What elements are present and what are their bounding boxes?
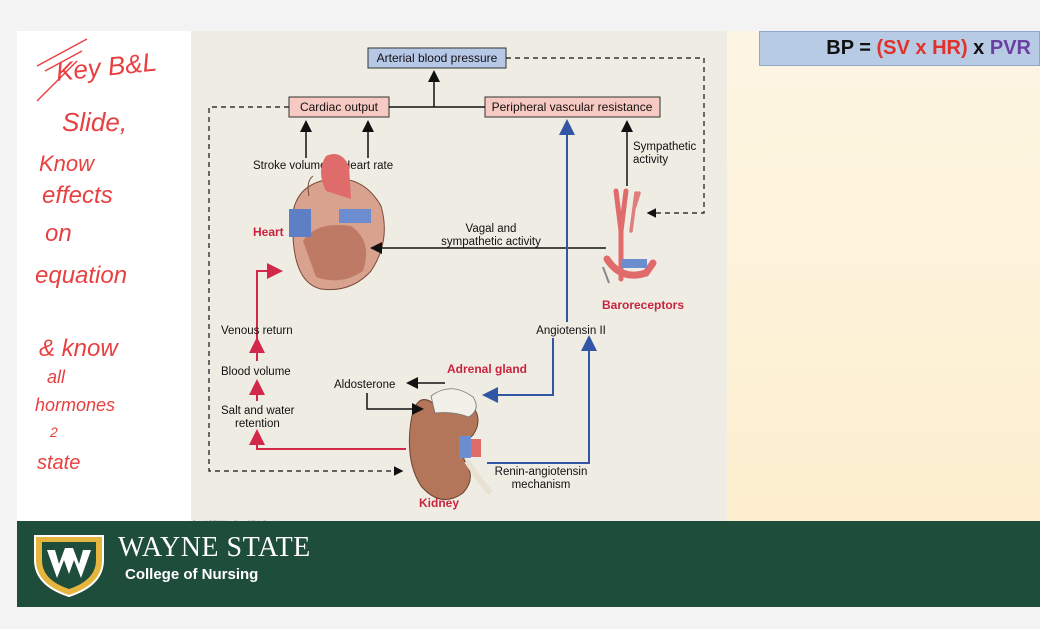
heart-label: Heart [253,225,284,239]
note-line: all [47,367,66,387]
note-line: Key B&L [54,47,158,87]
handwritten-notes: Key B&L Slide, Know effects on equation … [35,38,158,474]
note-line: on [45,220,72,247]
arterial-bp-label: Arterial blood pressure [377,51,498,65]
sympathetic-activity-label: Sympathetic [633,141,697,153]
salt-water-label: retention [235,418,280,430]
kidney-illustration [408,388,494,501]
wayne-state-shield-logo [34,535,104,598]
college-of-nursing-label: College of Nursing [125,566,259,583]
formula-bp: BP = [826,37,877,59]
vagal-label: Vagal and [466,223,517,235]
note-line: state [37,452,80,474]
baroreceptors-illustration [602,188,657,284]
cardiac-output-label: Cardiac output [300,100,379,114]
blood-volume-label: Blood volume [221,366,291,378]
bp-regulation-diagram: Arterial blood pressure Cardiac output P… [193,47,705,524]
renin-label: mechanism [512,479,571,491]
vagal-label: sympathetic activity [441,236,541,248]
bp-regulation-figure: Arterial blood pressure Cardiac output P… [191,31,727,525]
renin-label: Renin-angiotensin [495,466,588,478]
formula-sv-hr: (SV x HR) [876,37,968,59]
note-line: effects [42,182,113,209]
formula-pvr: PVR [989,37,1031,59]
sympathetic-activity-label: activity [633,154,668,166]
note-line: & know [39,335,119,362]
aldosterone-label: Aldosterone [334,379,395,391]
angiotensin-label: Angiotensin II [536,325,606,337]
baroreceptors-label: Baroreceptors [602,298,684,312]
wayne-state-name: WAYNE STATE [118,532,311,563]
adrenal-gland-label: Adrenal gland [447,362,527,376]
kidney-label: Kidney [419,496,459,510]
venous-return-label: Venous return [221,325,293,337]
stroke-volume-label: Stroke volume [253,160,327,172]
note-line: hormones [35,395,115,415]
slide-background-panel [727,31,1040,521]
note-line: Slide, [62,107,127,137]
slide-footer [17,521,1040,607]
heart-rate-label: Heart rate [342,160,393,172]
heart-illustration [289,153,385,291]
note-line: Know [39,151,96,176]
note-line: 2 [49,424,58,440]
note-line: equation [35,262,127,289]
formula-times: x [967,37,990,59]
salt-water-label: Salt and water [221,405,295,417]
pvr-label: Peripheral vascular resistance [492,100,653,114]
bp-formula: BP = (SV x HR) x PVR [759,31,1040,66]
